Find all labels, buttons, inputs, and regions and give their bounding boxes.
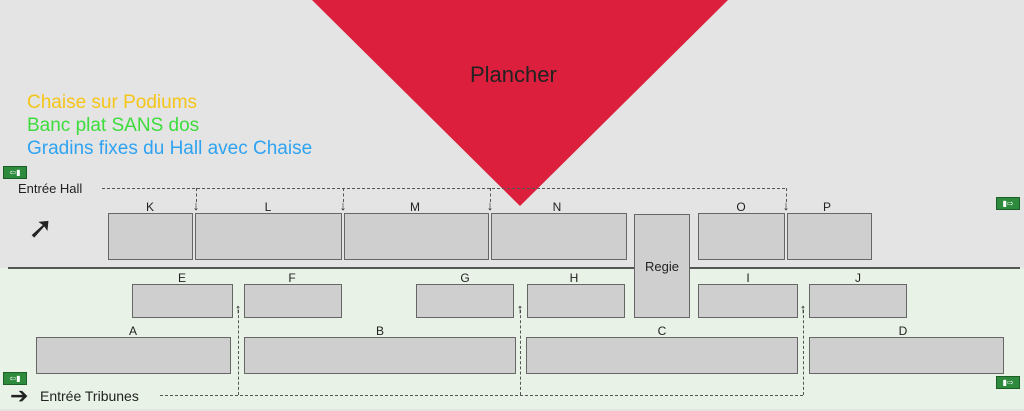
entrance-tribunes-label: Entrée Tribunes (40, 388, 139, 404)
exit-sign-icon: ⇦▮ (3, 372, 27, 385)
stage-title: Plancher (470, 62, 557, 87)
section-label: D (898, 324, 908, 338)
section-label: M (410, 200, 420, 214)
arrow-up-icon: ↑ (799, 301, 807, 316)
section-label: C (657, 324, 667, 338)
exit-sign-icon: ▮⇨ (996, 376, 1020, 389)
legend-podium: Chaise sur Podiums (27, 92, 198, 113)
arrow-right-icon: ➔ (10, 383, 29, 408)
section-label: I (746, 271, 750, 285)
exit-sign-icon: ⇦▮ (3, 166, 27, 179)
entrance-hall-label: Entrée Hall (18, 181, 83, 196)
section-label: O (736, 200, 746, 214)
section-label: P (822, 200, 831, 214)
section-label: F (288, 271, 296, 285)
section-label: H (569, 271, 579, 285)
section-j (809, 284, 907, 318)
hall-path-line (102, 188, 785, 189)
section-k (108, 213, 193, 260)
arrow-up-icon: ↑ (516, 301, 524, 316)
section-label: B (375, 324, 384, 338)
arrow-down-icon: ↓ (192, 198, 200, 213)
section-l (195, 213, 342, 260)
exit-sign-icon: ▮⇨ (996, 197, 1020, 210)
section-label: A (128, 324, 137, 338)
section-o (698, 213, 785, 260)
section-label: J (855, 271, 861, 285)
regie-booth: Regie (634, 214, 690, 318)
aisle-line (803, 310, 804, 395)
section-i (698, 284, 798, 318)
section-a (36, 337, 231, 374)
aisle-line (196, 188, 197, 202)
arrow-up-icon: ↑ (234, 301, 242, 316)
aisle-line (786, 188, 787, 202)
section-m (344, 213, 489, 260)
aisle-line (490, 188, 491, 202)
section-c (526, 337, 798, 374)
section-label: K (145, 200, 154, 214)
section-p (787, 213, 872, 260)
section-b (244, 337, 516, 374)
section-n (491, 213, 627, 260)
section-h (527, 284, 625, 318)
section-e (132, 284, 233, 318)
arrow-up-right-icon: ➚ (28, 212, 54, 245)
regie-label: Regie (645, 258, 679, 274)
section-g (416, 284, 514, 318)
section-label: L (264, 200, 272, 214)
aisle-line (343, 188, 344, 202)
section-label: G (460, 271, 470, 285)
arrow-down-icon: ↓ (339, 198, 347, 213)
section-f (244, 284, 342, 318)
arrow-down-icon: ↓ (486, 198, 494, 213)
section-d (809, 337, 1004, 374)
legend-gradin: Gradins fixes du Hall avec Chaise (27, 138, 313, 159)
section-label: E (177, 271, 186, 285)
stage-plancher (312, 0, 728, 206)
aisle-line (238, 310, 239, 395)
aisle-line (520, 310, 521, 395)
section-label: N (552, 200, 562, 214)
tribunes-path-line (160, 395, 803, 396)
arrow-down-icon: ↓ (782, 198, 790, 213)
legend-bench: Banc plat SANS dos (27, 115, 200, 136)
